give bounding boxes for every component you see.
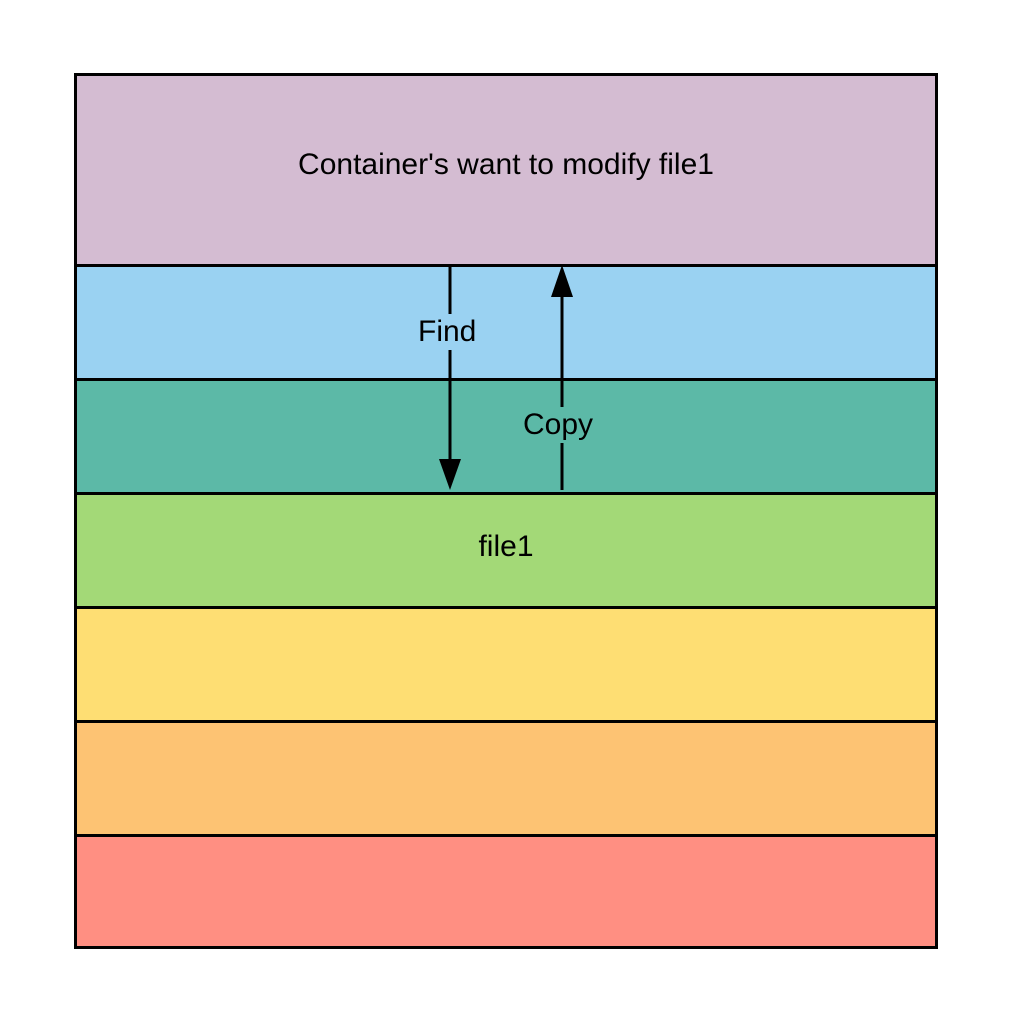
teal-layer [77, 378, 935, 492]
file1-layer-label: file1 [478, 530, 534, 563]
red-layer [77, 834, 935, 946]
blue-layer [77, 264, 935, 378]
layer-stack: Container's want to modify file1 file1 [74, 73, 938, 949]
find-arrow-label: Find [412, 314, 483, 350]
container-layer-label: Container's want to modify file1 [298, 148, 714, 181]
orange-layer [77, 720, 935, 834]
yellow-layer [77, 606, 935, 720]
copy-arrow-label: Copy [517, 407, 600, 443]
container-layer: Container's want to modify file1 [77, 76, 935, 264]
file1-layer: file1 [77, 492, 935, 606]
